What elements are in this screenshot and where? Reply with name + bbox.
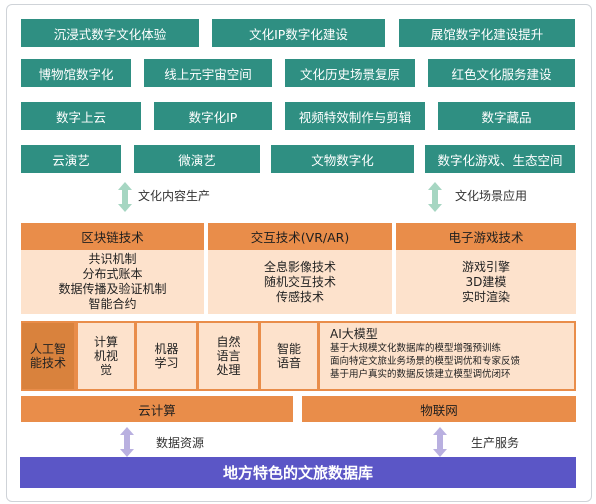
label-content-production: 文化内容生产 bbox=[138, 189, 211, 203]
ai-cell-computer-vision: 计算 机视 觉 bbox=[78, 323, 134, 389]
list-interaction: 全息影像技术 随机交互技术 传感技术 bbox=[208, 250, 392, 314]
item-smart-contract: 智能合约 bbox=[88, 297, 137, 311]
ai-cell-machine-learning: 机器 学习 bbox=[137, 323, 196, 389]
item-game-engine: 游戏引擎 bbox=[461, 259, 510, 274]
box-digital-games: 数字化游戏、生态空间 bbox=[425, 145, 575, 173]
double-arrow-icon-data bbox=[120, 427, 134, 457]
base-database-bar: 地方特色的文旅数据库 bbox=[20, 457, 576, 488]
item-3d-modeling: 3D建模 bbox=[465, 274, 507, 289]
label-data-resources: 数据资源 bbox=[156, 436, 205, 450]
item-random-interaction: 随机交互技术 bbox=[263, 274, 336, 289]
double-arrow-icon-scene bbox=[428, 182, 442, 212]
box-digital-ip: 数字化IP bbox=[154, 102, 272, 130]
ai-model-title: AI大模型 bbox=[330, 327, 378, 341]
header-interaction: 交互技术(VR/AR) bbox=[208, 223, 392, 250]
box-red-culture: 红色文化服务建设 bbox=[428, 59, 575, 87]
label-scene-application: 文化场景应用 bbox=[455, 189, 528, 203]
ai-model-line-3: 基于用户真实的数据反馈建立模型调优闭环 bbox=[330, 369, 511, 380]
item-holographic: 全息影像技术 bbox=[263, 259, 336, 274]
box-digital-collectibles: 数字藏品 bbox=[438, 102, 575, 130]
ai-cell-nlp: 自然 语言 处理 bbox=[199, 323, 258, 389]
box-metaverse-space: 线上元宇宙空间 bbox=[144, 59, 272, 87]
header-blockchain: 区块链技术 bbox=[21, 223, 204, 250]
box-digital-cloud: 数字上云 bbox=[21, 102, 141, 130]
item-data-verification: 数据传播及验证机制 bbox=[58, 282, 167, 296]
ai-label: 人工智 能技术 bbox=[22, 323, 74, 389]
double-arrow-icon-service bbox=[433, 427, 447, 457]
box-cloud-computing: 云计算 bbox=[21, 396, 293, 422]
box-exhibition-digital: 展馆数字化建设提升 bbox=[399, 19, 575, 47]
list-blockchain: 共识机制 分布式账本 数据传播及验证机制 智能合约 bbox=[21, 250, 204, 314]
item-sensing: 传感技术 bbox=[275, 289, 324, 304]
item-realtime-render: 实时渲染 bbox=[461, 289, 510, 304]
box-culture-ip: 文化IP数字化建设 bbox=[212, 19, 385, 47]
box-immersive-experience: 沉浸式数字文化体验 bbox=[21, 19, 199, 47]
ai-model-line-1: 基于大规模文化数据库的模型增强预训练 bbox=[330, 343, 502, 354]
ai-model-line-2: 面向特定文旅业务场景的模型调优和专家反馈 bbox=[330, 356, 521, 367]
ai-model-panel: AI大模型 基于大规模文化数据库的模型增强预训练 面向特定文旅业务场景的模型调优… bbox=[320, 323, 574, 389]
box-iot: 物联网 bbox=[302, 396, 576, 422]
box-museum-digital: 博物馆数字化 bbox=[21, 59, 131, 87]
header-game-tech: 电子游戏技术 bbox=[396, 223, 576, 250]
item-distributed-ledger: 分布式账本 bbox=[82, 267, 143, 281]
list-game-tech: 游戏引擎 3D建模 实时渲染 bbox=[396, 250, 576, 314]
ai-cell-speech: 智能 语音 bbox=[261, 323, 317, 389]
box-cloud-performance: 云演艺 bbox=[21, 145, 121, 173]
item-consensus: 共识机制 bbox=[88, 252, 137, 266]
label-production-service: 生产服务 bbox=[471, 436, 520, 450]
box-video-effects: 视频特效制作与剪辑 bbox=[285, 102, 425, 130]
double-arrow-icon-content bbox=[118, 182, 132, 212]
box-micro-performance: 微演艺 bbox=[134, 145, 260, 173]
box-history-scene: 文化历史场景复原 bbox=[285, 59, 415, 87]
box-relic-digital: 文物数字化 bbox=[271, 145, 414, 173]
